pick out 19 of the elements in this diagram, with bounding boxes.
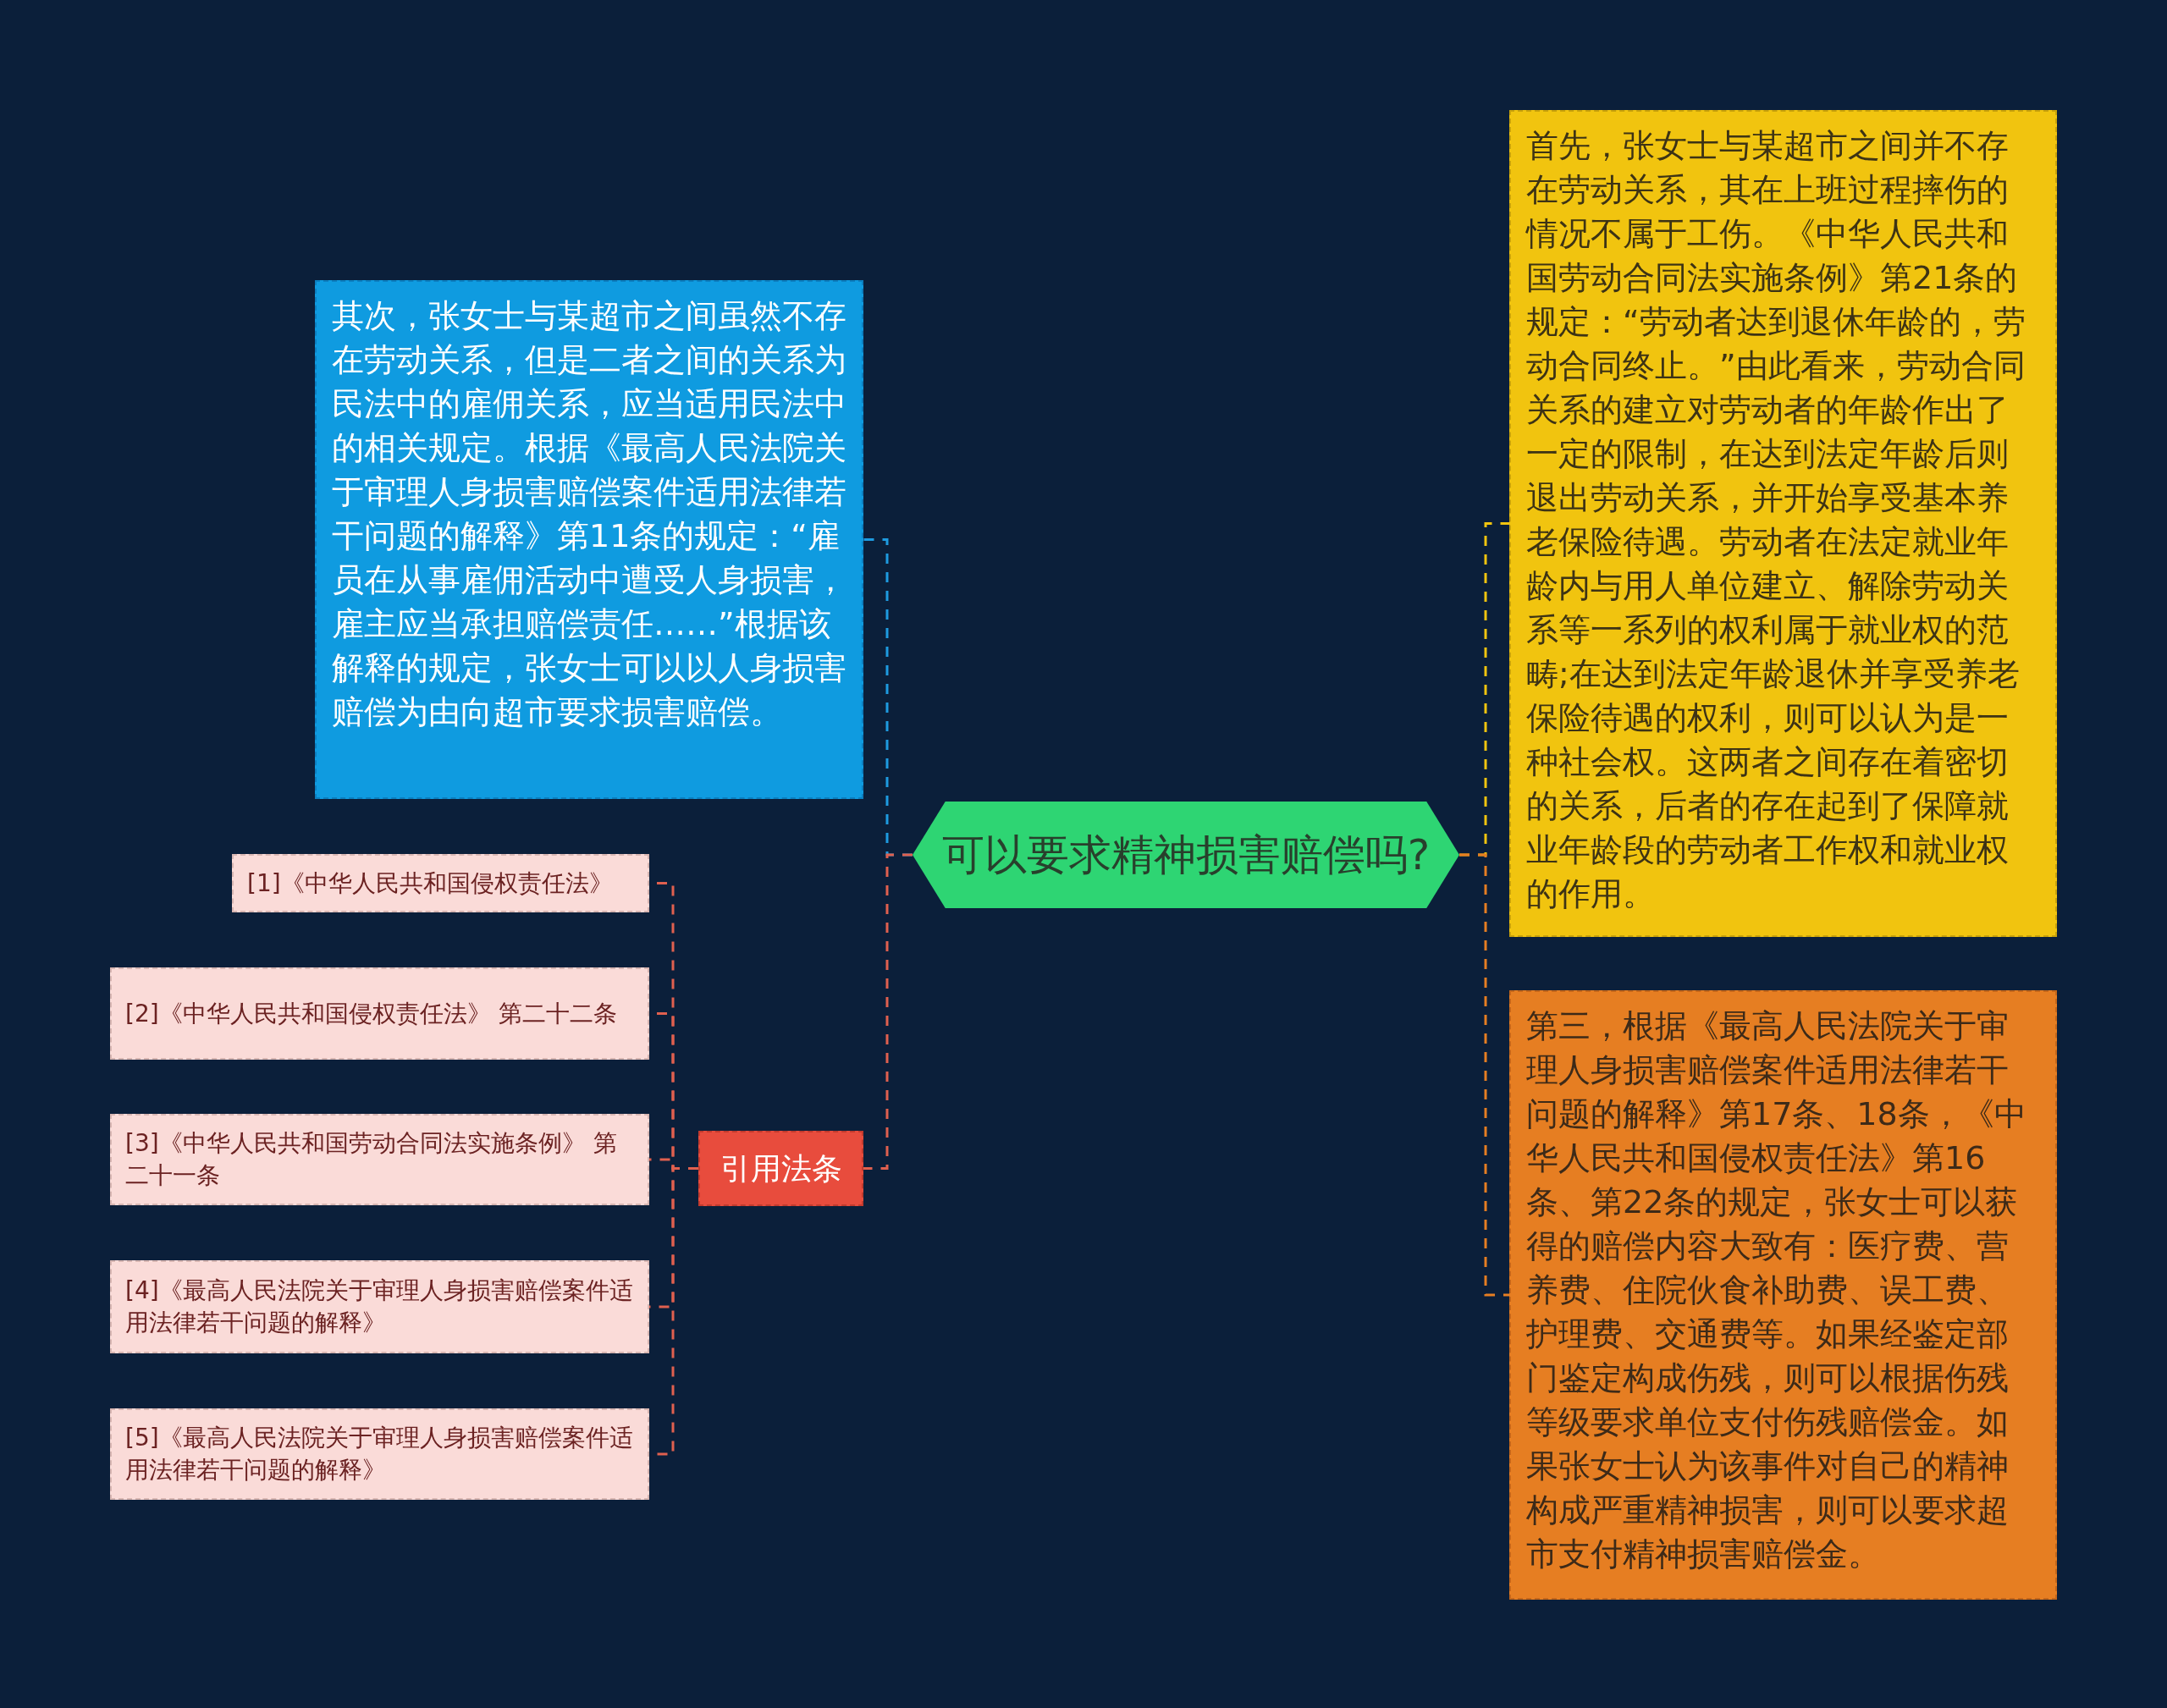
- note-card: [315, 280, 863, 799]
- connector-line: [1459, 853, 1509, 1297]
- citation-text: [2]《中华人民共和国侵权责任法》 第二十二条: [125, 998, 618, 1029]
- citation-text: [1]《中华人民共和国侵权责任法》: [247, 868, 614, 899]
- citation-text: [3]《中华人民共和国劳动合同法实施条例》 第二十一条: [125, 1128, 618, 1191]
- topic-box: [698, 1131, 863, 1206]
- citation-text: [5]《最高人民法院关于审理人身损害赔偿案件适用法律若干问题的解释》: [125, 1423, 634, 1485]
- citation-text: [4]《最高人民法院关于审理人身损害赔偿案件适用法律若干问题的解释》: [125, 1275, 634, 1338]
- citation-box: [232, 854, 649, 912]
- note-text: 第三，根据《最高人民法院关于审理人身损害赔偿案件适用法律若干问题的解释》第17条、18条，《中华人民共和国侵权责任法》第16条、第22条的规定，张女士可以获得的赔偿内容大致有：医疗费、营养费、住院伙食补助费、误工费、护理费、交通费等。如果经鉴定部门鉴定构成伤残，则可以根据伤残等级要求单位支付伤残赔偿金。如果张女士认为该事件对自己的精神构成严重精神损害，则可以要求超市支付精神损害赔偿金。: [1526, 1006, 2027, 1574]
- citation-box: [110, 1260, 649, 1353]
- note-text: 首先，张女士与某超市之间并不存在劳动关系，其在上班过程摔伤的情况不属于工伤。《中华人民共和国劳动合同法实施条例》第21条的规定：“劳动者达到退休年龄的，劳动合同终止。”由此看来，劳动合同关系的建立对劳动者的年龄作出了一定的限制，在达到法定年龄后则退出劳动关系，并开始享受基本养老保险待遇。劳动者在法定就业年龄内与用人单位建立、解除劳动关系等一系列的权利属于就业权的范畴;在达到法定年龄退休并享受养老保险待遇的权利，则可以认为是一种社会权。这两者之间存在着密切的关系，后者的存在起到了保障就业年龄段的劳动者工作权和就业权的作用。: [1526, 126, 2026, 914]
- citation-box: [110, 967, 649, 1060]
- citation-box: [110, 1408, 649, 1500]
- note-text: 其次，张女士与某超市之间虽然不存在劳动关系，但是二者之间的关系为民法中的雇佣关系，应当适用民法中的相关规定。根据《最高人民法院关于审理人身损害赔偿案件适用法律若干问题的解释》第11条的规定：“雇员在从事雇佣活动中遭受人身损害，雇主应当承担赔偿责任……”根据该解释的规定，张女士可以以人身损害赔偿为由向超市要求损害赔偿。: [332, 296, 846, 732]
- citation-box: [110, 1114, 649, 1205]
- topic-title: 可以要求精神损害赔偿吗?: [941, 829, 1431, 880]
- connector-line: [863, 853, 913, 1170]
- topic-label: 引用法条: [720, 1149, 842, 1187]
